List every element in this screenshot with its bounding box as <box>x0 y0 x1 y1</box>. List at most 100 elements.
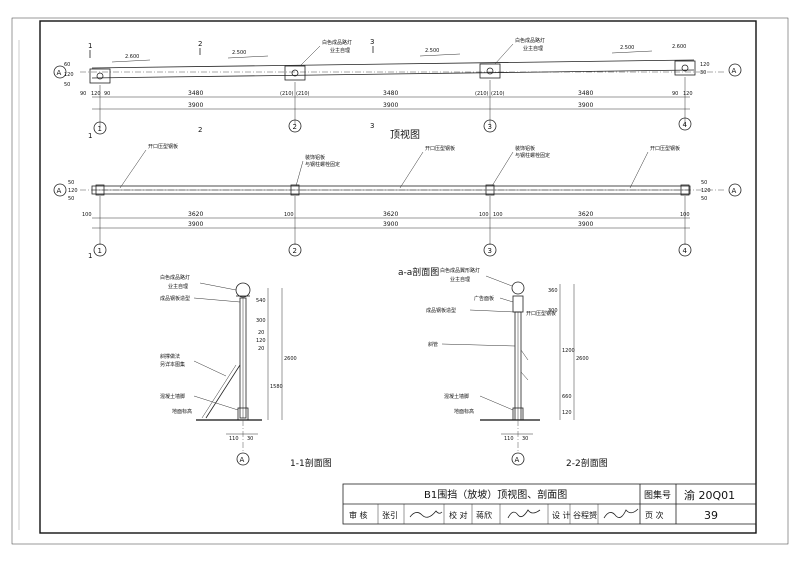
label-1-1: 另详本图集 <box>160 361 185 368</box>
dim-outer: 3900 <box>383 102 398 109</box>
dim-small: 100 <box>493 212 503 218</box>
section-mark: 2 <box>198 126 202 134</box>
dim-2-2-bottom: 30 <box>522 436 528 442</box>
review-name: 张引 <box>382 511 398 520</box>
dim-2-2: 1200 <box>562 348 575 354</box>
ad-panel <box>512 295 524 313</box>
design-signature <box>603 508 639 519</box>
dim-2-2: 300 <box>548 308 558 314</box>
atlas-number: 渝 20Q01 <box>684 488 735 502</box>
aa-post <box>680 184 690 196</box>
dim-inner: 3480 <box>383 90 398 97</box>
lamp-head <box>511 281 525 295</box>
page-label: 页 次 <box>645 510 664 520</box>
slope-arrow <box>227 55 269 59</box>
pier-1 <box>89 68 111 84</box>
dim-2-2: 660 <box>562 394 572 400</box>
label-2-2: 混凝土墙脚 <box>444 393 469 400</box>
dim-small-right: 30 <box>700 70 706 76</box>
top-dim-small: 2.600 <box>125 54 139 60</box>
leader-line <box>193 360 227 377</box>
axis-bubble-a <box>53 183 67 197</box>
axis-bubble <box>483 243 497 257</box>
dim-outer: 3900 <box>578 221 593 228</box>
dim-outer: 3900 <box>578 102 593 109</box>
dim-1-1-bottom: 110 <box>229 436 239 442</box>
axis-bubble-a <box>728 183 742 197</box>
lamp-callout: 白色成品路灯 <box>322 39 352 46</box>
dim-inner: 3620 <box>383 211 398 218</box>
aa-callout: 开口压型钢板 <box>650 145 680 152</box>
section-mark: 1 <box>88 132 92 140</box>
leader-line <box>193 395 239 411</box>
leader-line <box>499 297 514 303</box>
dim-small-right: 120 <box>683 91 693 97</box>
axis-number: 4 <box>683 247 688 255</box>
dim-side: 120 <box>701 188 711 194</box>
aa-callout-sub: 与钢柱螺栓固定 <box>305 161 340 168</box>
leader-line <box>399 151 424 189</box>
title-block: B1围挡（放坡）顶视图、剖面图 图集号 渝 20Q01 审 核 张引 校 对 蒋… <box>342 483 757 525</box>
dim-side: 50 <box>68 196 74 202</box>
slope-arrow <box>611 50 653 54</box>
dim-1-1: 20 <box>258 330 264 336</box>
axis-label-a: A <box>732 187 737 195</box>
dim-side: 60 <box>64 62 70 68</box>
brace <box>205 364 241 419</box>
aa-callout: 开口压型钢板 <box>148 143 178 150</box>
axis-label-a: A <box>57 69 62 77</box>
leader-line <box>469 309 516 313</box>
section-mark: 1 <box>88 252 92 260</box>
axis-number: 1 <box>98 125 102 133</box>
dim-side: 120 <box>64 72 74 78</box>
axis-number: 2 <box>293 123 297 131</box>
lamp-callout: 白色成品路灯 <box>515 37 545 44</box>
label-2-2: 斜管 <box>428 341 438 348</box>
label-2-2: 白色成品翼形路灯 <box>440 267 480 274</box>
dim-pier: (210) <box>296 91 309 97</box>
dim-small-right: 90 <box>672 91 678 97</box>
section-mark: 2 <box>198 40 202 48</box>
dim-pier: (210) <box>491 91 504 97</box>
review-signature <box>409 510 443 518</box>
label-1-1: 成品钢板造型 <box>160 295 190 302</box>
dim-side: 50 <box>68 180 74 186</box>
dim-outer: 3900 <box>383 221 398 228</box>
dim-2-2: 2600 <box>576 356 589 362</box>
leader-line <box>299 45 321 67</box>
axis-bubble-a <box>728 63 742 77</box>
section-1-1: A 白色成品路灯 业主自理 成品钢板造型 斜撑做法 另详本图集 混凝土墙脚 地面… <box>160 274 332 469</box>
aa-post <box>290 184 300 196</box>
axis-bubble-a <box>511 452 525 466</box>
label-1-1: 白色成品路灯 <box>160 274 190 281</box>
dim-side: 50 <box>701 180 707 186</box>
leader-line <box>494 43 514 65</box>
dim-small: 100 <box>680 212 690 218</box>
dim-2-2: 360 <box>548 288 558 294</box>
check-name: 蒋欣 <box>476 510 492 520</box>
dim-inner: 3480 <box>578 90 593 97</box>
pier-lamp-3 <box>486 67 494 75</box>
axis-label-a: A <box>57 187 62 195</box>
dim-small: 100 <box>284 212 294 218</box>
label-1-1: 地面标高 <box>172 408 192 415</box>
leader-line <box>629 151 649 189</box>
aa-post <box>95 184 105 196</box>
pipe <box>520 349 529 361</box>
aa-post <box>485 184 495 196</box>
top-dim-small: 2.500 <box>620 45 634 51</box>
dim-side: 50 <box>701 196 707 202</box>
dim-1-1: 120 <box>256 338 266 344</box>
pier-3 <box>479 63 501 79</box>
dim-small-left: 120 <box>91 91 101 97</box>
check-signature <box>507 509 541 519</box>
axis-bubble <box>93 243 107 257</box>
section-mark: 3 <box>370 122 374 130</box>
inner-border <box>39 20 757 534</box>
drawing-title: B1围挡（放坡）顶视图、剖面图 <box>424 488 567 501</box>
lamp-callout-sub: 业主自理 <box>330 47 350 54</box>
dim-inner: 3620 <box>188 211 203 218</box>
leader-line <box>491 151 514 187</box>
lamp-callout-sub: 业主自理 <box>523 45 543 52</box>
